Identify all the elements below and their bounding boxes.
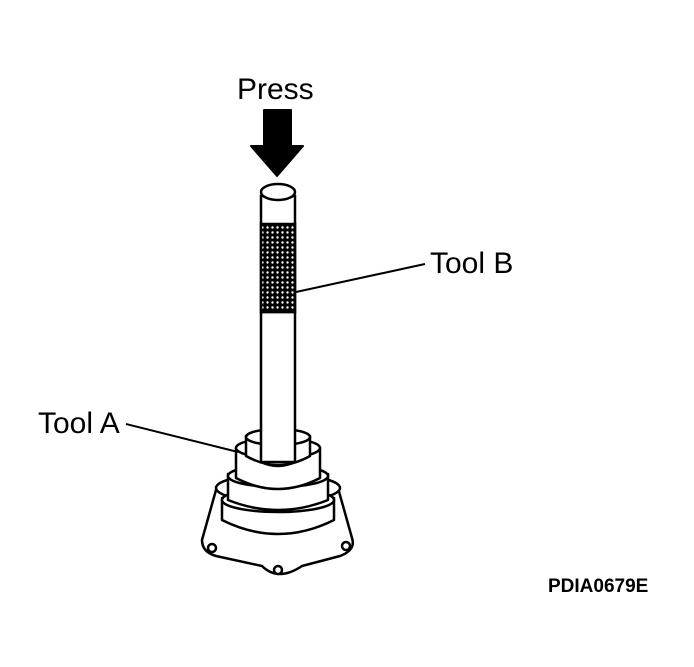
- bolt-hole-front: [272, 564, 284, 576]
- tool-b-shaft: [259, 182, 297, 468]
- shaft-knurled-grip: [259, 222, 297, 314]
- bolt-hole-right: [340, 540, 352, 552]
- tool-b-leader-line: [295, 263, 426, 293]
- bolt-hole-left: [206, 542, 218, 554]
- tool-b-label: Tool B: [430, 247, 513, 280]
- figure-code: PDIA0679E: [548, 576, 648, 597]
- tool-a-leader-line: [125, 423, 239, 453]
- press-arrow-icon: [250, 109, 304, 177]
- shaft-top-face: [259, 182, 297, 202]
- tool-a-label: Tool A: [38, 407, 120, 440]
- press-label: Press: [237, 73, 314, 106]
